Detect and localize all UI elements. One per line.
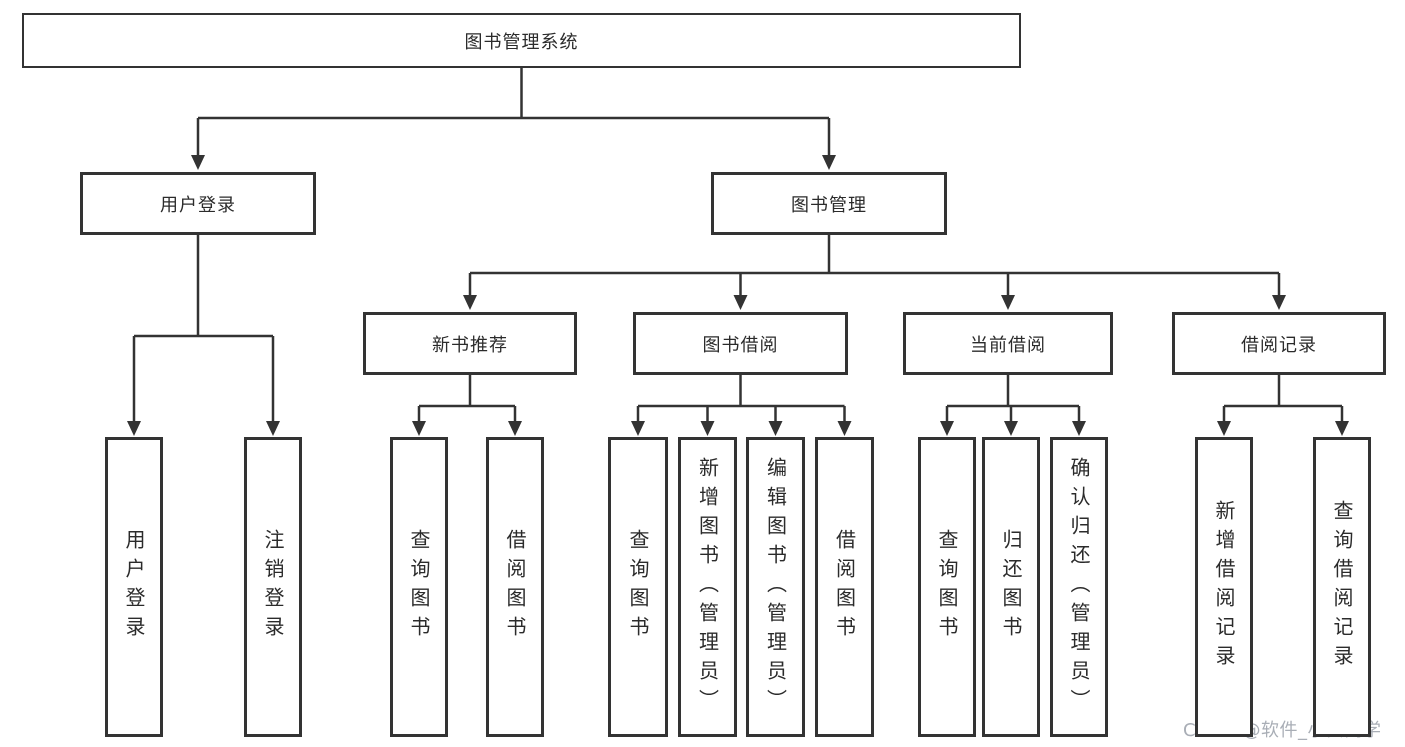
node-borrowing-records: 借阅记录 [1172,312,1386,375]
root-node-library-management-system: 图书管理系统 [22,13,1021,68]
leaf-return-books: 归还图书 [982,437,1040,737]
connector-lines [132,68,1344,424]
leaf-add-books-admin: 新增图书（管理员） [678,437,737,737]
node-new-book-recommend: 新书推荐 [363,312,577,375]
leaf-borrow-books-recommend: 借阅图书 [486,437,544,737]
leaf-edit-books-admin: 编辑图书（管理员） [746,437,805,737]
leaf-confirm-return-admin: 确认归还（管理员） [1050,437,1108,737]
leaf-add-borrow-record: 新增借阅记录 [1195,437,1253,737]
leaf-user-login: 用户登录 [105,437,163,737]
node-book-management: 图书管理 [711,172,947,235]
leaf-query-books-recommend: 查询图书 [390,437,448,737]
leaf-borrow-books-borrowing: 借阅图书 [815,437,874,737]
leaf-query-books-borrowing: 查询图书 [608,437,668,737]
leaf-query-books-current: 查询图书 [918,437,976,737]
node-current-borrowing: 当前借阅 [903,312,1113,375]
node-book-borrowing: 图书借阅 [633,312,848,375]
leaf-logout: 注销登录 [244,437,302,737]
node-user-login: 用户登录 [80,172,316,235]
connector-arrowheads [127,155,1349,436]
leaf-query-borrow-record: 查询借阅记录 [1313,437,1371,737]
